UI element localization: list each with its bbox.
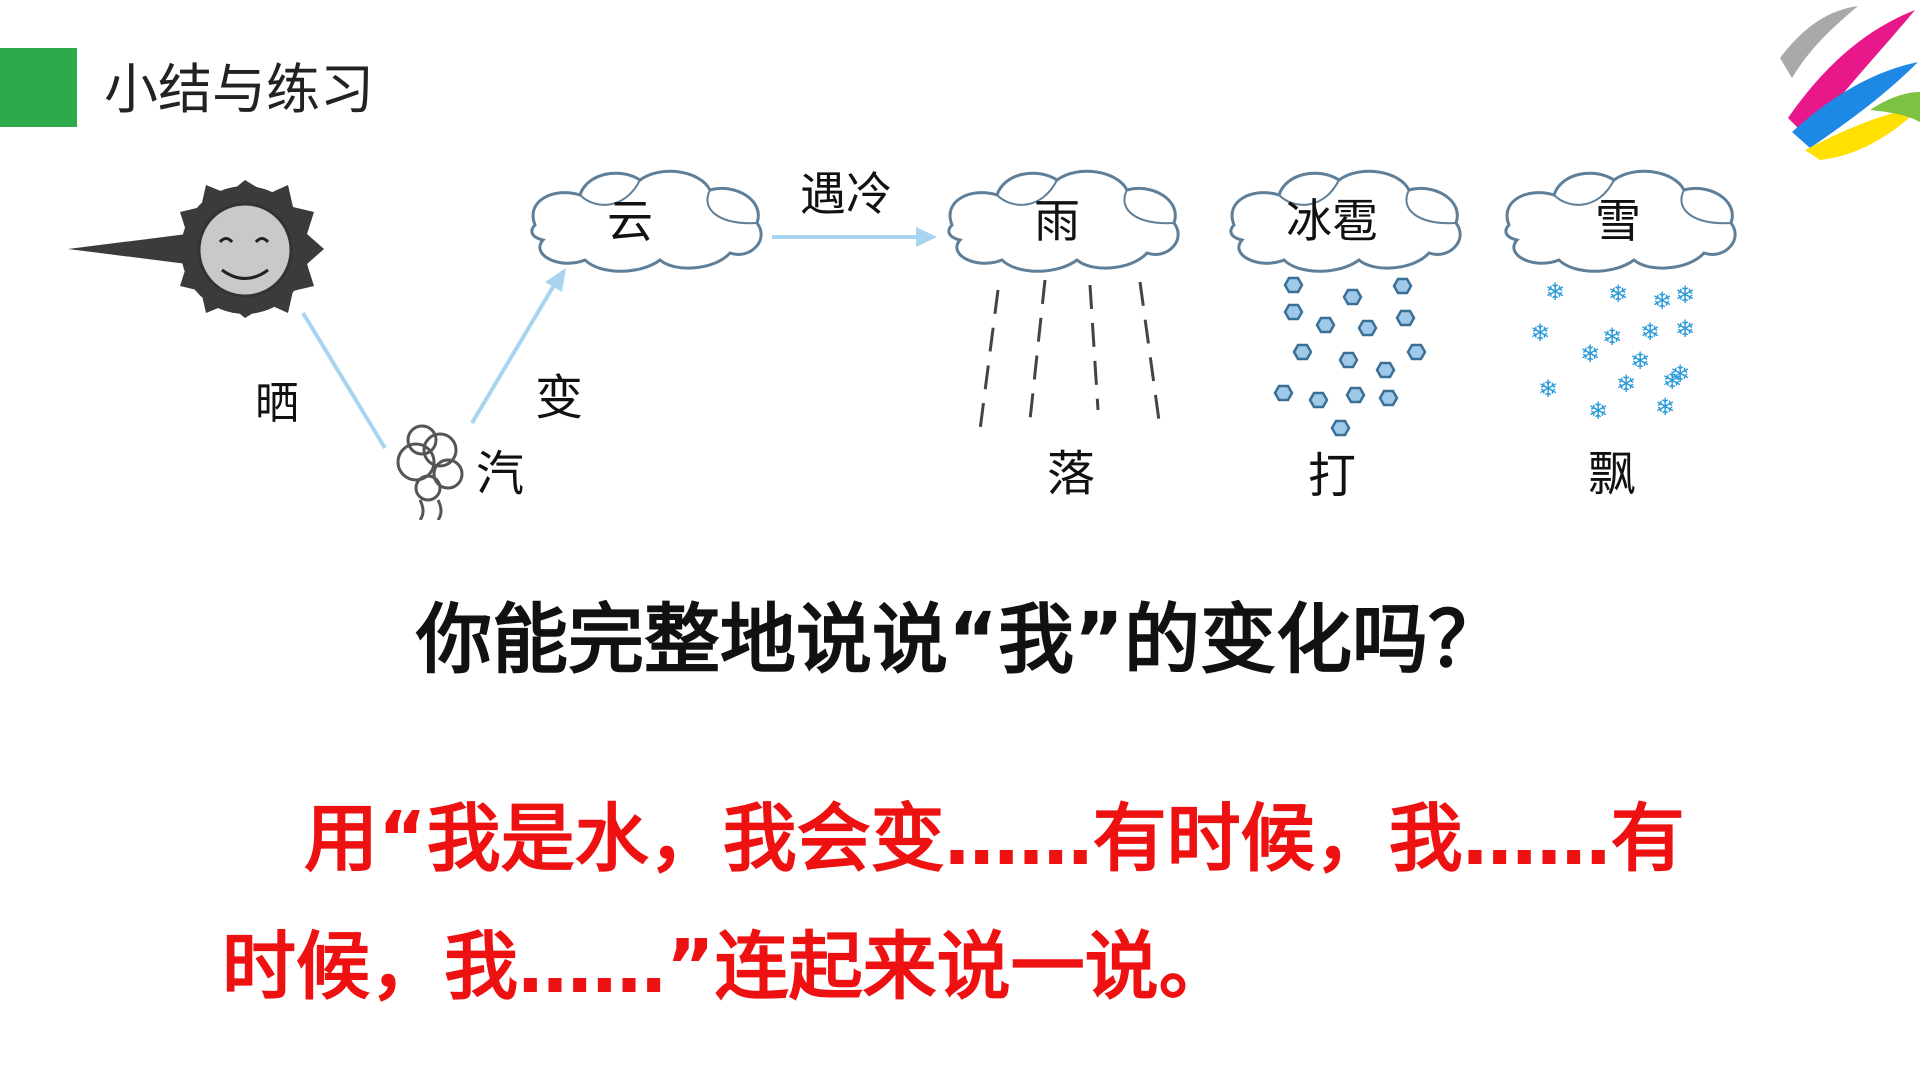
cloud-detail — [579, 179, 758, 225]
hailstone — [1338, 351, 1359, 369]
snowflake: ❄ — [1530, 319, 1550, 347]
colorful-brush-stroke-logo-icon — [1780, 6, 1920, 160]
label-cold: 遇冷 — [800, 167, 892, 221]
snowflake: ❄ — [1538, 375, 1558, 403]
label-rain: 雨 — [1034, 194, 1080, 248]
vapor-to-cloud-arrow — [470, 268, 566, 425]
snowflake: ❄ — [1652, 287, 1672, 315]
cold-arrow — [772, 227, 937, 247]
hailstone — [1292, 343, 1313, 361]
hailstone — [1406, 343, 1427, 361]
snowflake: ❄ — [1602, 323, 1622, 351]
label-vapor-to-cloud: 变 — [535, 370, 583, 426]
hailstone — [1375, 361, 1396, 379]
snow-icon: ❄❄❄❄❄❄❄❄❄❄❄❄❄❄❄❄ — [1530, 278, 1695, 425]
hail-cloud-icon — [1229, 169, 1462, 273]
snow-cloud-icon — [1504, 169, 1737, 273]
label-rain-action: 落 — [1047, 446, 1095, 502]
sun-to-vapor-arrow — [301, 311, 387, 450]
water-cycle-diagram: ❄❄❄❄❄❄❄❄❄❄❄❄❄❄❄❄ 晒 汽 变 云 遇冷 雨 冰雹 雪 落 打 飘 — [68, 167, 1737, 520]
hailstone — [1308, 391, 1329, 409]
label-sun-to-vapor: 晒 — [255, 378, 299, 429]
title-accent-bar — [0, 48, 77, 127]
instruction-text: 用“我是水，我会变……有时候，我……有时候，我……”连起来说一说。 — [222, 775, 1752, 1031]
main-question: 你能完整地说说“我”的变化吗？ — [416, 595, 1504, 684]
hailstone — [1378, 389, 1399, 407]
hailstone — [1283, 276, 1304, 294]
snowflake: ❄ — [1580, 340, 1600, 368]
hailstone — [1395, 309, 1416, 327]
steam-icon — [396, 424, 464, 520]
slide-title: 小结与练习 — [104, 58, 374, 121]
cloud-detail — [1553, 179, 1732, 225]
snowflake: ❄ — [1616, 370, 1636, 398]
label-hail-action: 打 — [1308, 448, 1356, 504]
snowflake: ❄ — [1640, 318, 1660, 346]
hailstone — [1330, 419, 1351, 437]
hailstone — [1315, 316, 1336, 334]
instruction-content: 用“我是水，我会变……有时候，我……有时候，我……”连起来说一说。 — [222, 796, 1685, 1010]
snowflake: ❄ — [1588, 397, 1608, 425]
snowflake: ❄ — [1670, 360, 1690, 388]
rain-icon — [978, 279, 1162, 431]
hailstone — [1273, 384, 1294, 402]
cloud-shape — [947, 169, 1180, 273]
snowflake: ❄ — [1675, 315, 1695, 343]
hailstone — [1357, 319, 1378, 337]
sun-icon — [68, 180, 324, 318]
cloud-shape — [1229, 169, 1462, 273]
cloud-detail — [1278, 179, 1457, 225]
hailstone — [1345, 386, 1366, 404]
label-snow-action: 飘 — [1588, 446, 1636, 502]
hailstone — [1342, 288, 1363, 306]
label-snow: 雪 — [1595, 194, 1641, 248]
cloud-icon — [530, 169, 763, 273]
hailstone — [1392, 277, 1413, 295]
hail-icon — [1273, 276, 1427, 437]
snowflake: ❄ — [1545, 278, 1565, 306]
rain-cloud-icon — [947, 169, 1180, 273]
snowflake: ❄ — [1662, 367, 1682, 395]
snowflake: ❄ — [1608, 280, 1628, 308]
cloud-shape — [1504, 169, 1737, 273]
label-hail: 冰雹 — [1286, 194, 1378, 248]
label-cloud: 云 — [607, 194, 653, 248]
cloud-detail — [996, 179, 1175, 225]
label-vapor: 汽 — [476, 446, 524, 502]
hailstone — [1283, 303, 1304, 321]
snowflake: ❄ — [1655, 393, 1675, 421]
snowflake: ❄ — [1675, 281, 1695, 309]
cloud-shape — [530, 169, 763, 273]
snowflake: ❄ — [1630, 347, 1650, 375]
